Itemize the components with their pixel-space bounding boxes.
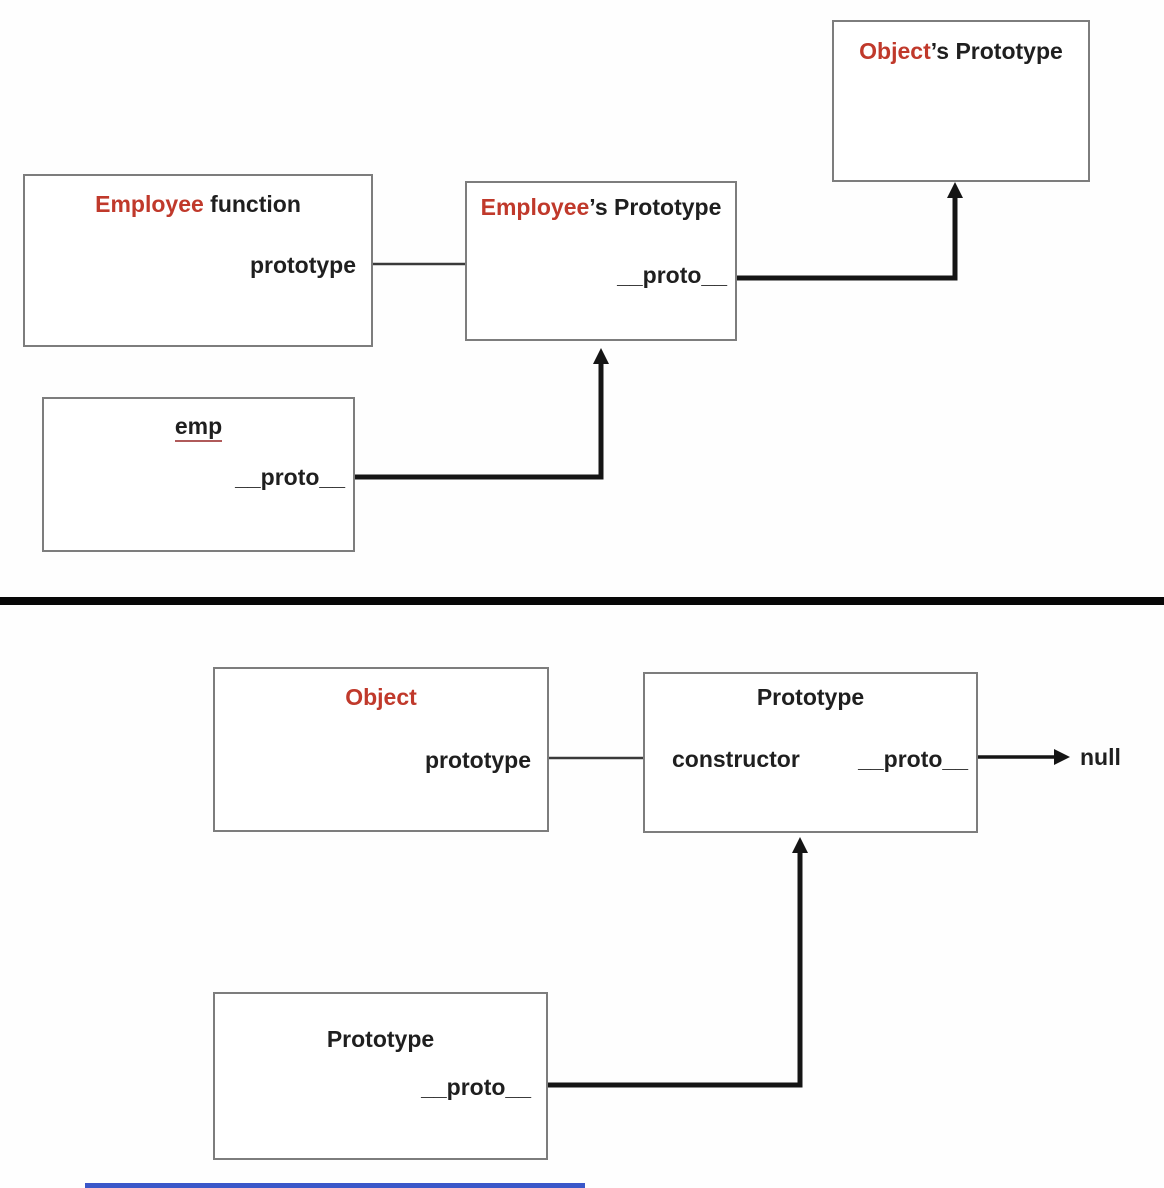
arrowhead-employee-prototype xyxy=(593,348,609,364)
object-title: Object xyxy=(345,684,417,710)
prototype-title: Prototype xyxy=(756,684,865,710)
employee-function-box: Employee function prototype xyxy=(23,174,373,347)
section-divider xyxy=(0,597,1164,605)
employee-function-title-rest: function xyxy=(203,191,301,217)
object-box: Object prototype xyxy=(213,667,549,832)
emp-box: emp __proto__ xyxy=(42,397,355,552)
emp-title-text: emp xyxy=(174,413,223,442)
object-prototype-title-red: Object xyxy=(859,38,931,64)
prototype-instance-proto-field: __proto__ xyxy=(421,1074,531,1100)
employee-function-title-red: Employee xyxy=(95,191,204,217)
arrowhead-object-prototype xyxy=(947,182,963,198)
arrow-emp-proto-to-employee-prototype xyxy=(355,360,604,480)
arrowhead-prototype-box xyxy=(792,837,808,853)
prototype-instance-title: Prototype xyxy=(326,1026,435,1052)
prototype-constructor-field: constructor xyxy=(672,746,800,772)
null-label: null xyxy=(1080,744,1121,770)
video-progress-line xyxy=(85,1183,585,1188)
object-prototype-title: Object’s Prototype xyxy=(834,37,1088,65)
employee-prototype-box: Employee’s Prototype __proto__ xyxy=(465,181,737,341)
employee-function-title: Employee function xyxy=(25,190,371,218)
arrowhead-null xyxy=(1054,749,1070,765)
prototype-box: Prototype constructor __proto__ xyxy=(643,672,978,833)
employee-prototype-title: Employee’s Prototype xyxy=(467,193,735,221)
arrow-instance-proto-to-prototype xyxy=(548,850,803,1088)
employee-prototype-proto-field: __proto__ xyxy=(617,262,727,288)
object-prototype-title-rest: ’s Prototype xyxy=(930,38,1063,64)
prototype-proto-field: __proto__ xyxy=(858,746,968,772)
employee-prototype-title-red: Employee xyxy=(480,194,590,220)
employee-prototype-title-rest: ’s Prototype xyxy=(589,194,722,220)
emp-title: emp xyxy=(44,412,353,442)
object-prototype-field: prototype xyxy=(424,747,531,773)
prototype-instance-box: Prototype __proto__ xyxy=(213,992,548,1160)
object-prototype-box: Object’s Prototype xyxy=(832,20,1090,182)
emp-proto-field: __proto__ xyxy=(235,464,345,490)
employee-prototype-field: prototype xyxy=(249,252,356,278)
arrow-employee-proto-to-object-prototype xyxy=(737,190,958,281)
